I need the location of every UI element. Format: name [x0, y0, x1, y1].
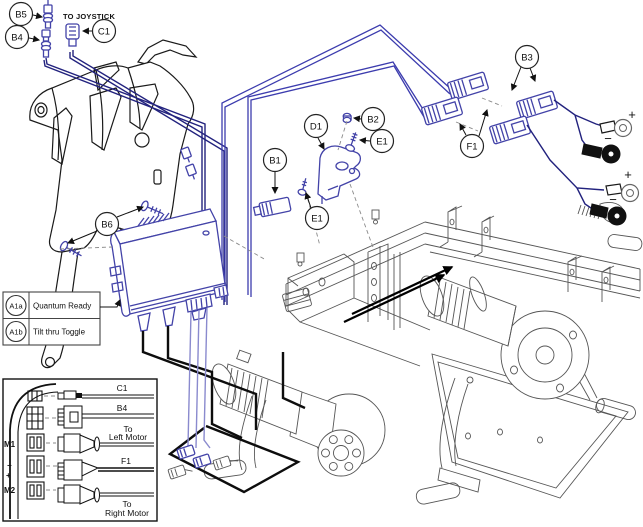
screw-e1-top [345, 132, 358, 152]
callout-f1: F1 [459, 108, 489, 159]
legend-label-tilt-toggle: Tilt thru Toggle [33, 328, 86, 337]
inset-label-plus: + [6, 471, 11, 480]
caster-arm [439, 377, 469, 469]
svg-text:B6: B6 [101, 220, 113, 231]
svg-text:Left Motor: Left Motor [109, 432, 147, 442]
legend-box: A1a Quantum Ready A1b Tilt thru Toggle [2, 291, 121, 346]
bracket-d1 [317, 145, 362, 204]
to-joystick-note: TO JOYSTICK [63, 12, 115, 21]
wheel-hub [317, 429, 365, 477]
seat-post-bracket [439, 205, 495, 258]
svg-text:B5: B5 [15, 10, 27, 21]
connector-f1-upper [447, 71, 489, 101]
control-module [109, 208, 229, 332]
battery-minus-label: − [609, 192, 617, 207]
ring-terminal-positive [605, 183, 640, 203]
svg-text:D1: D1 [310, 122, 322, 133]
connector-b4 [40, 29, 52, 58]
ring-terminal-negative [589, 203, 627, 226]
svg-text:B1: B1 [269, 156, 281, 167]
callout-b5: B5 [8, 1, 44, 27]
battery-plus-label: + [624, 167, 632, 182]
harness-port [282, 287, 312, 313]
wire-clip [296, 209, 380, 267]
callout-b3: B3 [510, 44, 540, 91]
svg-text:B3: B3 [521, 53, 533, 64]
controller-connection-inset: M1 − + M2 C1 B4 To Left Motor [2, 378, 158, 522]
legend-id-a1a: A1a [9, 302, 23, 311]
svg-text:B4: B4 [117, 403, 128, 413]
svg-text:Right Motor: Right Motor [105, 508, 149, 518]
inset-row-b4: B4 [57, 403, 154, 429]
callout-b2: B2 [352, 106, 386, 132]
svg-text:C1: C1 [117, 383, 128, 393]
callout-e1-bottom: E1 [304, 192, 330, 231]
controller-sockets [26, 390, 45, 500]
inset-row-right-motor: To Right Motor [57, 484, 154, 518]
callout-b1: B1 [262, 147, 288, 195]
callout-b4: B4 [4, 24, 41, 50]
callout-c1: C1 [81, 18, 117, 44]
shroud-vent [51, 107, 73, 165]
legend-label-quantum-ready: Quantum Ready [33, 302, 91, 311]
joystick-harness-wires [43, 50, 228, 305]
seat-back-shroud [29, 39, 198, 369]
accessory-wires [182, 307, 211, 453]
motor-wires [141, 266, 454, 494]
legend-id-a1b: A1b [9, 328, 22, 337]
inset-label-m1: M1 [4, 440, 16, 449]
battery-terminals: + − + − [526, 99, 640, 226]
bracket-mount-tower [367, 243, 389, 322]
right-motor-assembly [419, 275, 590, 400]
inset-row-f1: F1 [57, 456, 154, 481]
shroud-vent [129, 83, 159, 131]
svg-text:To: To [123, 499, 132, 509]
ring-terminal-positive [599, 118, 633, 138]
ring-terminal-negative [581, 143, 621, 164]
svg-text:B4: B4 [11, 33, 23, 44]
shroud-vent [89, 87, 122, 151]
connector-b5 [42, 0, 54, 29]
connector-b3-upper [516, 90, 558, 120]
battery-plus-label: + [628, 107, 636, 122]
svg-text:To: To [124, 424, 133, 434]
connector-f1-lower [421, 96, 463, 126]
inset-label-minus: − [7, 461, 12, 470]
inset-row-c1: C1 [57, 383, 154, 400]
connector-b3-lower [489, 115, 531, 145]
shroud-wire-clips [180, 146, 197, 180]
svg-text:B2: B2 [367, 115, 379, 126]
connector-c1-joystick [65, 23, 80, 47]
screw-e1-bottom [297, 178, 308, 196]
svg-text:E1: E1 [311, 214, 323, 225]
svg-text:F1: F1 [466, 142, 477, 153]
inset-label-m2: M2 [4, 486, 16, 495]
svg-text:C1: C1 [98, 27, 110, 38]
inset-row-left-motor: To Left Motor [57, 424, 154, 454]
callout-b6: B6 [67, 205, 144, 244]
battery-minus-label: − [604, 131, 612, 146]
svg-text:E1: E1 [376, 137, 388, 148]
svg-text:F1: F1 [121, 456, 131, 466]
callout-e1-top: E1 [358, 128, 395, 154]
seat-post-bracket [567, 255, 615, 302]
inline-connectors [167, 444, 239, 480]
nut-b2 [342, 112, 352, 124]
callout-d1: D1 [303, 113, 329, 150]
connector-b1 [252, 196, 292, 218]
battery-harness-wires [221, 24, 453, 302]
